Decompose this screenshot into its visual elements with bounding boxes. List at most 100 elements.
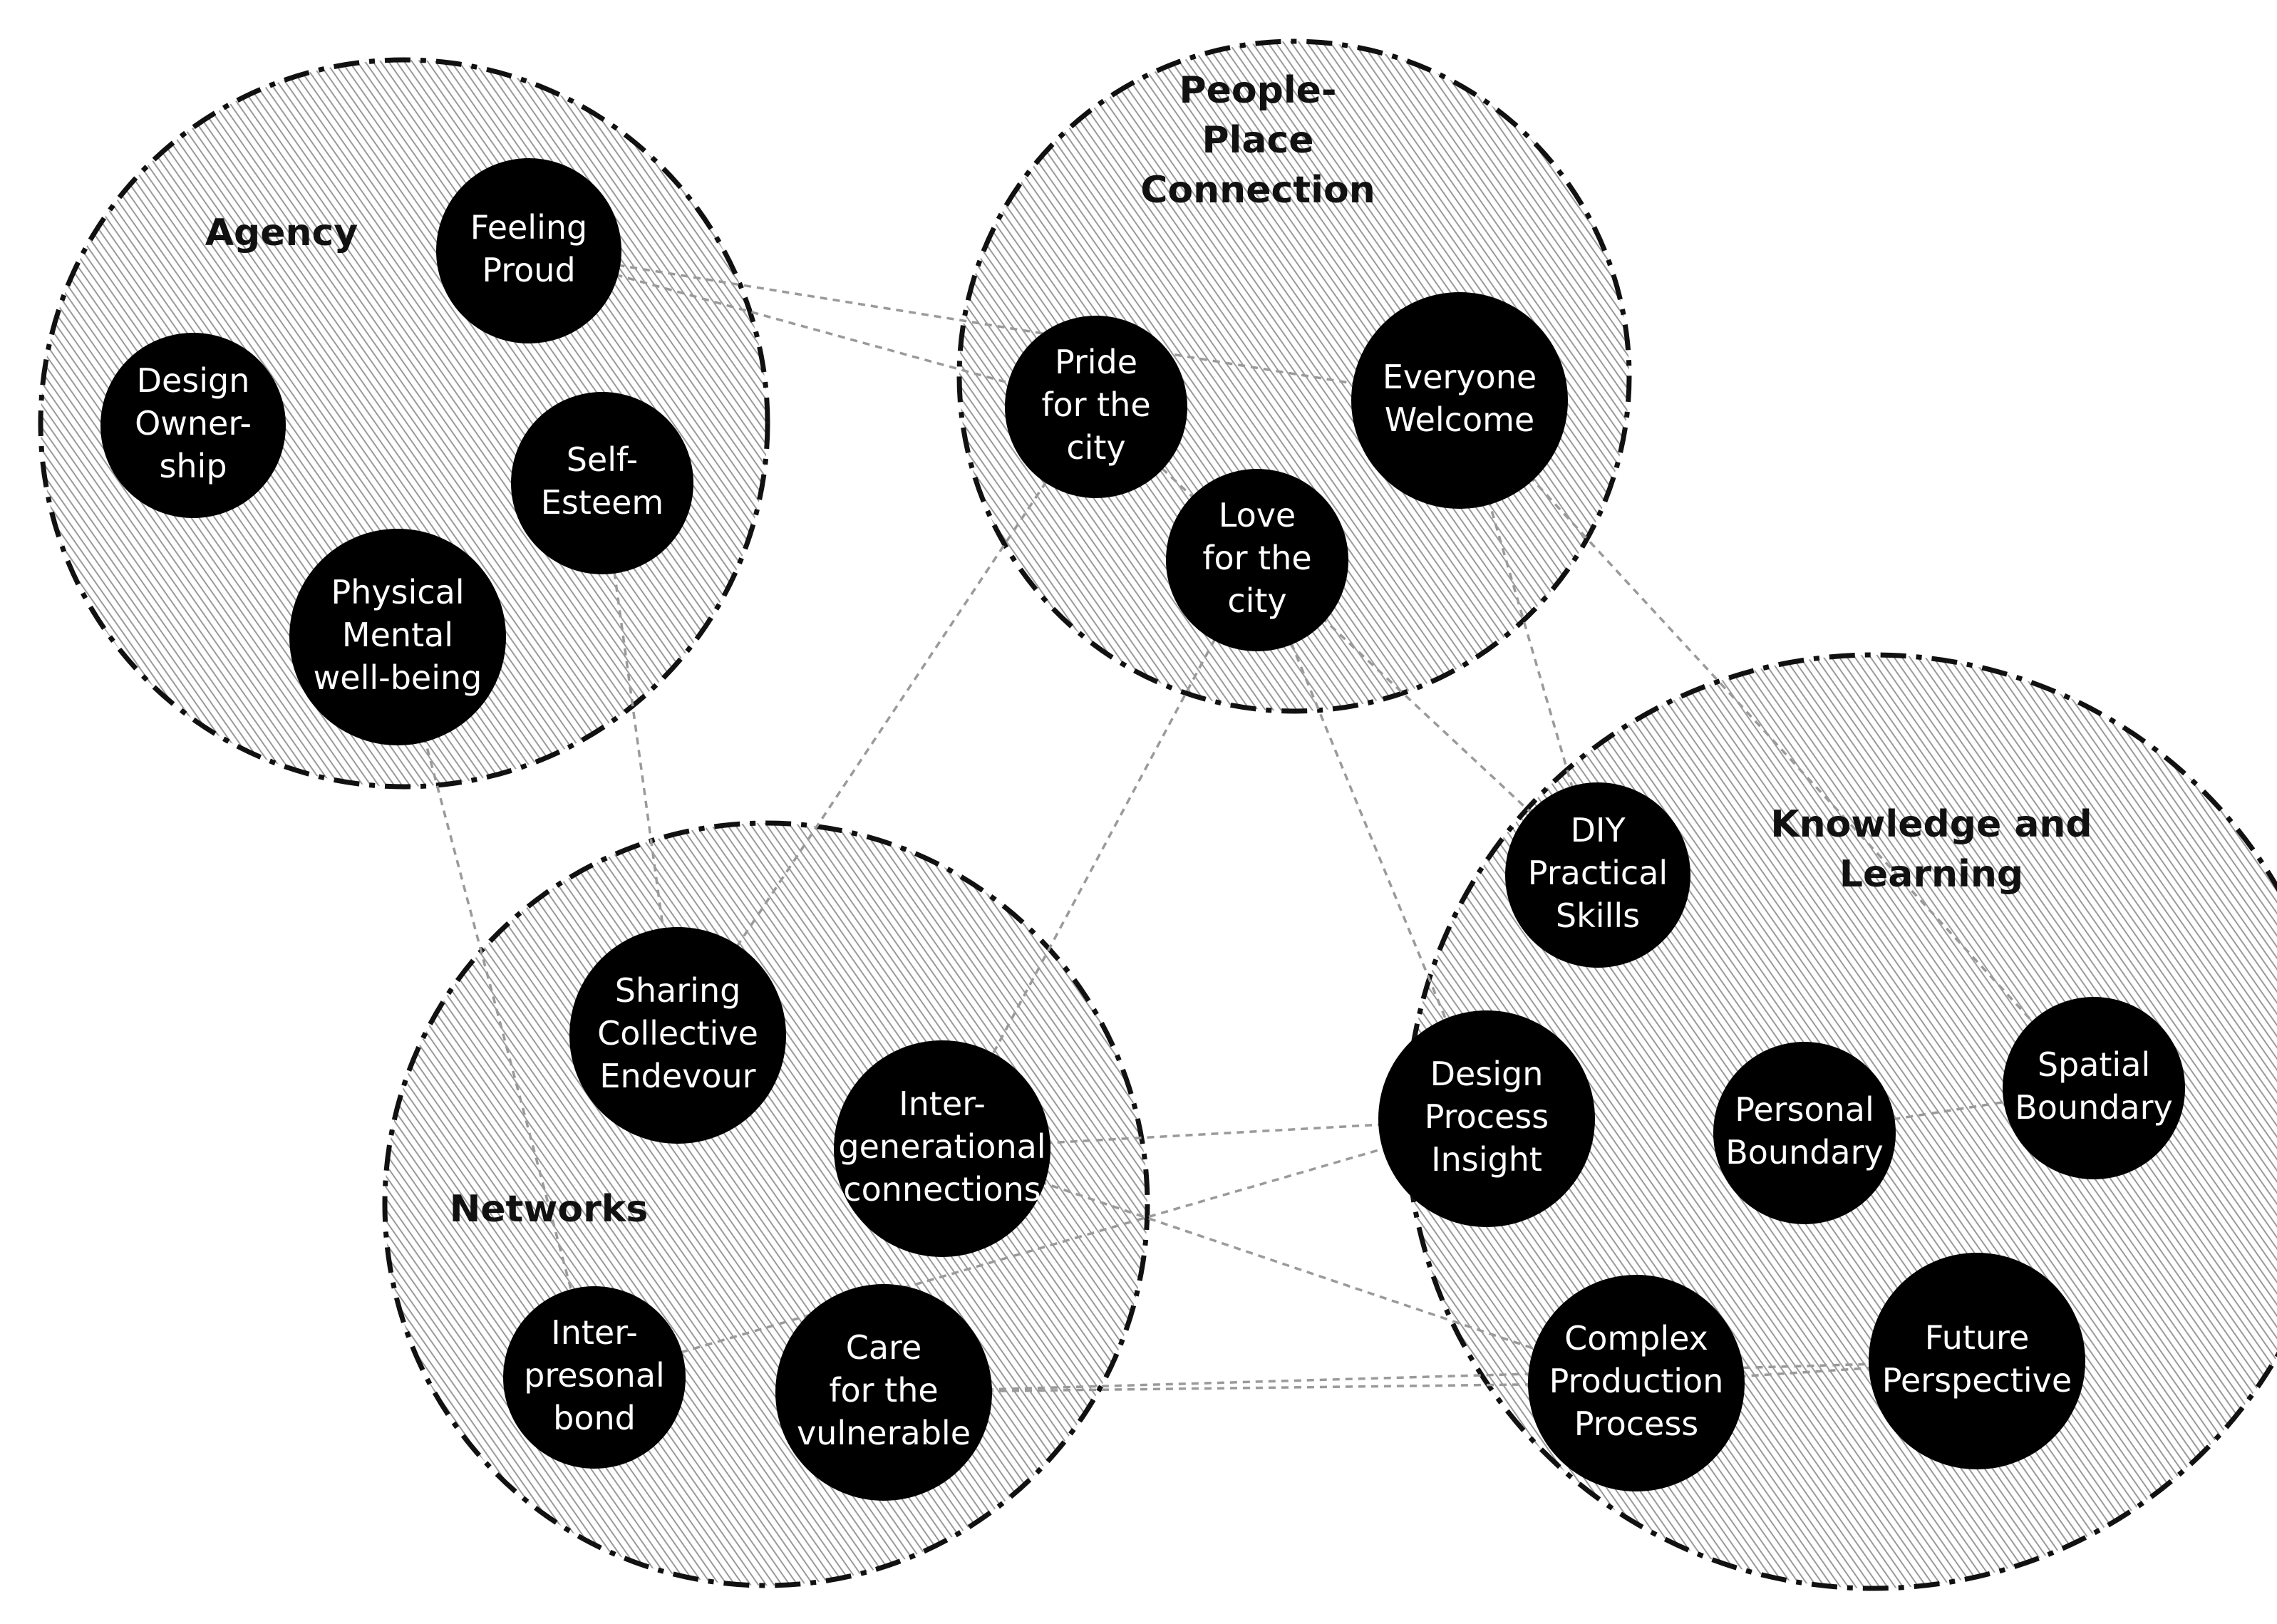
- node-love-city: Love for the city: [1166, 469, 1348, 651]
- node-circle: [1166, 469, 1348, 651]
- group-circle-people-place: [959, 41, 1629, 711]
- group-outline-knowledge: [1404, 652, 2277, 1591]
- node-circle: [436, 158, 621, 343]
- node-self-esteem: Self- Esteem: [511, 392, 693, 574]
- connection-line: [883, 1360, 1978, 1394]
- node-label-line: Skills: [1556, 896, 1640, 935]
- connection-line: [1458, 399, 2095, 1090]
- node-label-line: Love: [1219, 496, 1296, 534]
- connection-line: [528, 249, 1097, 408]
- node-label-line: well-being: [314, 658, 482, 697]
- node-label-line: Physical: [331, 573, 464, 611]
- node-label: Self- Esteem: [541, 440, 664, 522]
- node-label-line: Inter-: [899, 1085, 986, 1123]
- node-circle: [1505, 782, 1690, 968]
- node-circle: [511, 392, 693, 574]
- node-label-line: Proud: [482, 251, 575, 289]
- node-label-line: Boundary: [2015, 1088, 2173, 1127]
- node-label-line: Sharing: [615, 971, 741, 1010]
- group-outline-agency: [38, 57, 770, 790]
- group-title-line: People-: [1179, 69, 1337, 112]
- node-label: Care for the vulnerable: [797, 1328, 971, 1452]
- node-label-line: Design: [137, 361, 250, 400]
- node-label-line: Endevour: [599, 1057, 755, 1095]
- node-label-line: city: [1066, 428, 1125, 467]
- node-label-line: for the: [1202, 539, 1311, 577]
- node-circle: [834, 1040, 1050, 1257]
- node-circle: [289, 529, 506, 745]
- group-outline-people-place: [956, 38, 1632, 714]
- node-label-line: Process: [1425, 1097, 1549, 1136]
- node-label-line: Self-: [567, 440, 639, 479]
- group-title-line: Learning: [1839, 853, 2023, 896]
- connection-line: [528, 249, 1460, 402]
- node-label: Inter-generational connections: [838, 1085, 1045, 1209]
- node-label: Love for the city: [1202, 496, 1311, 620]
- group-people-place: [956, 38, 1632, 714]
- node-label-line: Welcome: [1385, 400, 1534, 439]
- node-label-line: Owner-: [135, 404, 252, 443]
- node-circle: [569, 927, 786, 1144]
- node-label-line: for the: [1041, 386, 1150, 424]
- node-label-line: Practical: [1528, 854, 1668, 892]
- node-label-line: for the: [829, 1371, 938, 1410]
- node-label-line: Personal: [1735, 1090, 1874, 1129]
- node-label-line: Insight: [1431, 1140, 1542, 1179]
- node-label-line: Design: [1430, 1055, 1544, 1093]
- node-circle: [1005, 316, 1187, 498]
- node-label-line: city: [1227, 581, 1286, 620]
- node-label-line: DIY: [1570, 811, 1626, 849]
- connection-line: [883, 1382, 1637, 1394]
- connection-line: [941, 559, 1259, 1149]
- node-label-line: vulnerable: [797, 1414, 971, 1452]
- node-circle: [1378, 1010, 1595, 1227]
- group-title-networks: Networks: [450, 1188, 649, 1231]
- group-title-line: Knowledge and: [1770, 803, 2092, 846]
- group-title-agency: Agency: [205, 212, 358, 254]
- node-label-line: Process: [1574, 1405, 1699, 1443]
- connection-line: [676, 406, 1098, 1036]
- group-outline-networks: [382, 820, 1150, 1588]
- node-label-line: Complex: [1564, 1319, 1708, 1357]
- node-label-line: Esteem: [541, 483, 664, 522]
- node-intergenerational: Inter-generational connections: [834, 1040, 1050, 1257]
- node-label-line: Future: [1925, 1318, 2030, 1357]
- node-label-line: Mental: [342, 616, 453, 654]
- node-circle: [100, 333, 286, 518]
- connection-line: [941, 1147, 1637, 1385]
- group-title-line: Networks: [450, 1188, 649, 1231]
- node-label-line: generational: [838, 1127, 1045, 1166]
- node-circle: [1528, 1275, 1745, 1491]
- node-label-line: Collective: [597, 1014, 758, 1053]
- node-label-line: Boundary: [1725, 1133, 1884, 1172]
- node-label-line: Care: [846, 1328, 922, 1367]
- group-title-line: Connection: [1140, 169, 1375, 212]
- node-circle: [1869, 1253, 2085, 1469]
- node-label-line: Feeling: [470, 208, 587, 247]
- node-label-line: connections: [843, 1170, 1041, 1209]
- node-circle: [503, 1286, 686, 1469]
- node-circle: [1713, 1042, 1896, 1224]
